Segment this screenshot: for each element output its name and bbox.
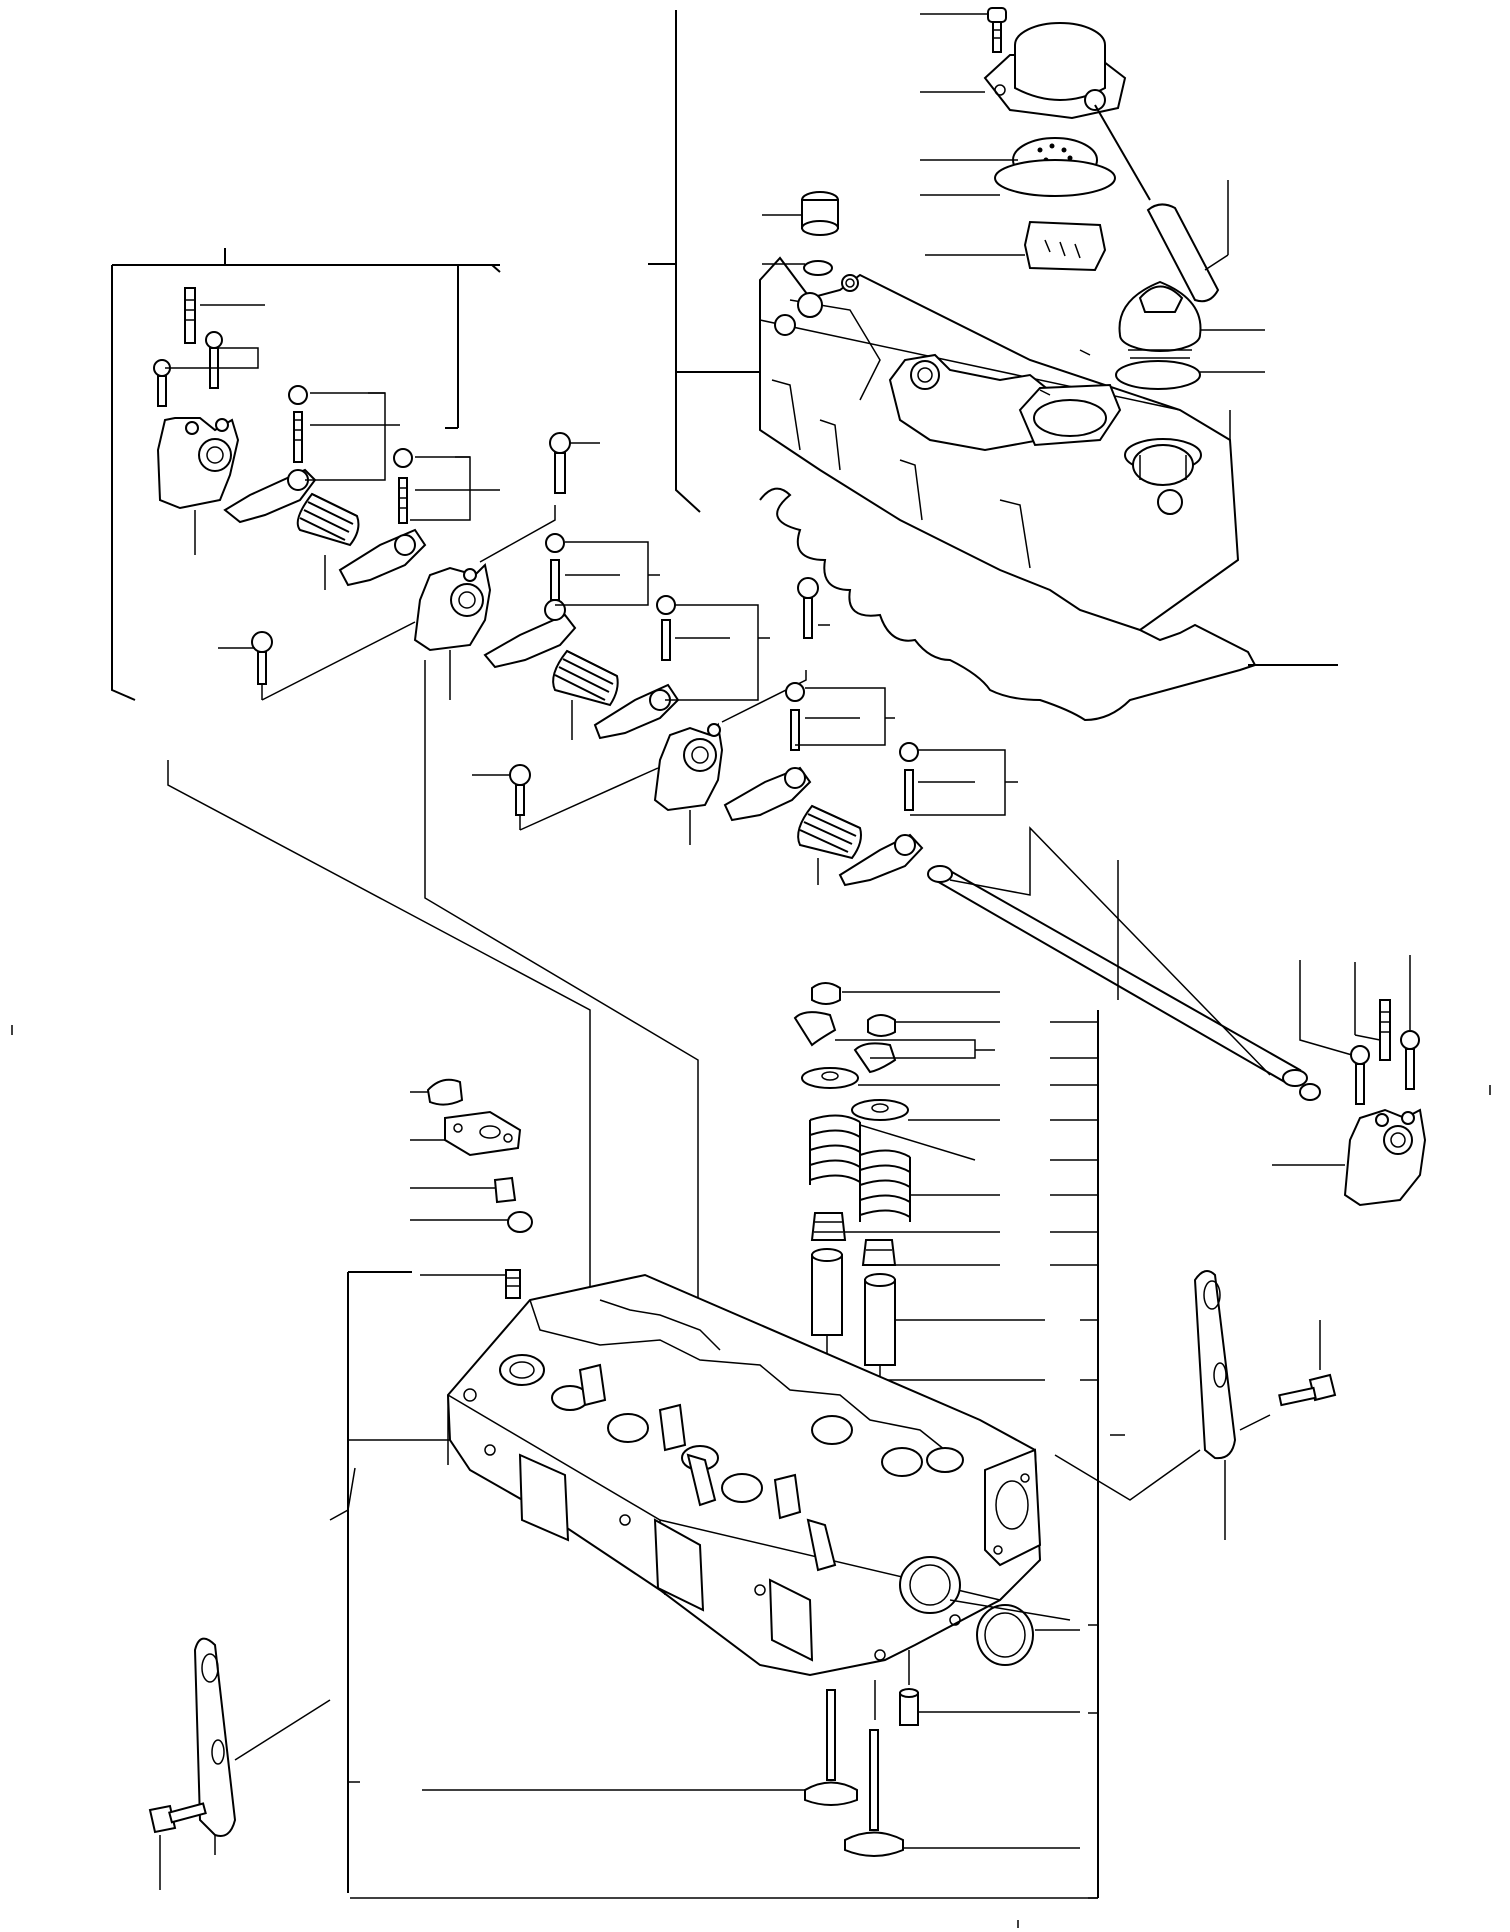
rocker-bracket-2 xyxy=(413,562,492,700)
lifting-eye-bolt-right xyxy=(1278,1320,1337,1407)
rocker-bracket-3 xyxy=(653,722,724,845)
breather-cap xyxy=(983,22,1127,120)
rocker-bracket-1 xyxy=(156,417,240,555)
filter-o-ring xyxy=(994,159,1116,197)
core-plug xyxy=(949,1599,1080,1666)
valve-cover-group xyxy=(648,7,1338,722)
cap-bolt xyxy=(987,7,1007,53)
injector-parts xyxy=(410,1078,533,1299)
rocker-arm-4 xyxy=(593,595,680,740)
exhaust-valve xyxy=(844,1729,1080,1857)
breather-hose xyxy=(1094,104,1220,303)
rocker-bracket-end xyxy=(1272,955,1427,1207)
valve-cover xyxy=(759,256,1240,632)
rocker-arm-6 xyxy=(838,742,924,887)
oil-plug xyxy=(801,191,839,236)
rocker-arm-5 xyxy=(723,682,812,822)
rocker-spring-3 xyxy=(797,804,862,885)
rocker-arm-3 xyxy=(483,533,577,669)
plug-washer xyxy=(803,260,833,276)
rocker-arm-2 xyxy=(338,448,427,587)
bracket-bolt-4 xyxy=(797,577,830,639)
rocker-arm-1 xyxy=(223,385,317,524)
bracket-bolts-1 xyxy=(153,287,265,407)
filler-cap-o-ring xyxy=(1115,360,1201,390)
lifting-eye-bolt-left xyxy=(148,1802,207,1890)
bracket-bolt-5 xyxy=(472,670,807,831)
lifting-eye-right xyxy=(1054,1270,1271,1540)
rocker-spring-1 xyxy=(296,492,360,547)
right-bracket xyxy=(350,1010,1125,1899)
head-bracket xyxy=(347,1271,450,1893)
cylinder-head xyxy=(446,1273,1042,1677)
arm-leaders-2 xyxy=(555,541,770,701)
oil-filler-cap xyxy=(1118,280,1202,359)
leader-lines-top xyxy=(762,13,1265,440)
rocker-shaft xyxy=(927,826,1321,1101)
long-leaders xyxy=(167,660,699,1370)
rocker-arm-group xyxy=(111,248,501,701)
valve-cover-gasket xyxy=(759,487,1257,722)
arm-leaders-1 xyxy=(305,392,500,590)
bracket-bolt-2 xyxy=(549,432,600,494)
dowel-pin xyxy=(874,1650,1080,1726)
bracket-bolt-3 xyxy=(218,505,556,701)
arm-leaders-3 xyxy=(795,687,1018,816)
lifting-eye-left xyxy=(193,1467,356,1855)
stray-marks xyxy=(11,1025,1491,1928)
rocker-spring-2 xyxy=(552,649,619,740)
baffle-block xyxy=(1023,220,1107,272)
intake-valve xyxy=(422,1689,858,1806)
